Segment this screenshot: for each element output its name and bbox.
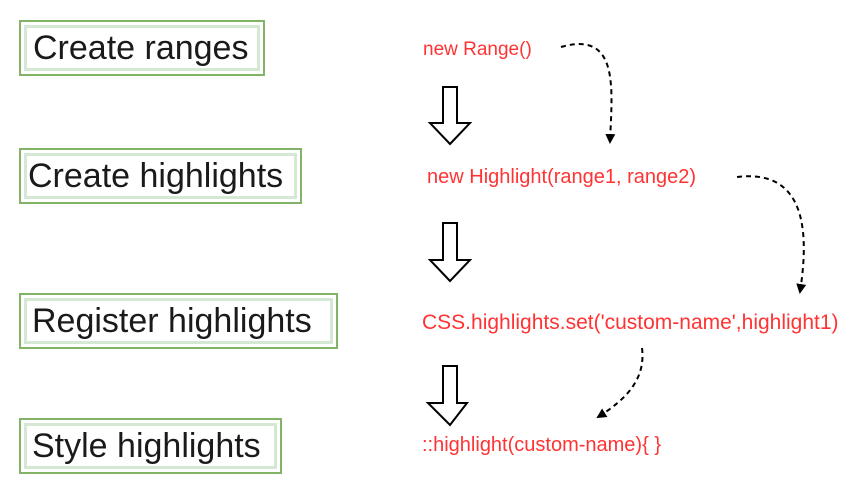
step-label-create-ranges: Create ranges [33,28,249,67]
step-label-style-highlights: Style highlights [32,426,261,465]
dashed-arrow-range-to-highlight [560,43,616,144]
code-css-highlights-set: CSS.highlights.set('custom-name',highlig… [422,311,839,334]
code-new-highlight: new Highlight(range1, range2) [427,166,697,188]
code-new-range: new Range() [423,39,532,60]
step-label-register-highlights: Register highlights [32,301,312,340]
step-box-create-highlights: Create highlights [19,148,302,204]
down-arrow-icon-3 [425,365,470,427]
step-box-register-highlights: Register highlights [19,293,338,349]
down-arrow-icon-2 [427,222,473,283]
step-box-create-ranges: Create ranges [19,20,265,76]
down-arrow-icon-1 [427,86,473,146]
dashed-arrow-highlight-to-register [736,175,807,294]
code-highlight-pseudo: ::highlight(custom-name){ } [422,434,662,456]
step-box-style-highlights: Style highlights [19,418,282,474]
dashed-arrow-register-to-style [596,347,644,419]
step-label-create-highlights: Create highlights [28,156,284,195]
